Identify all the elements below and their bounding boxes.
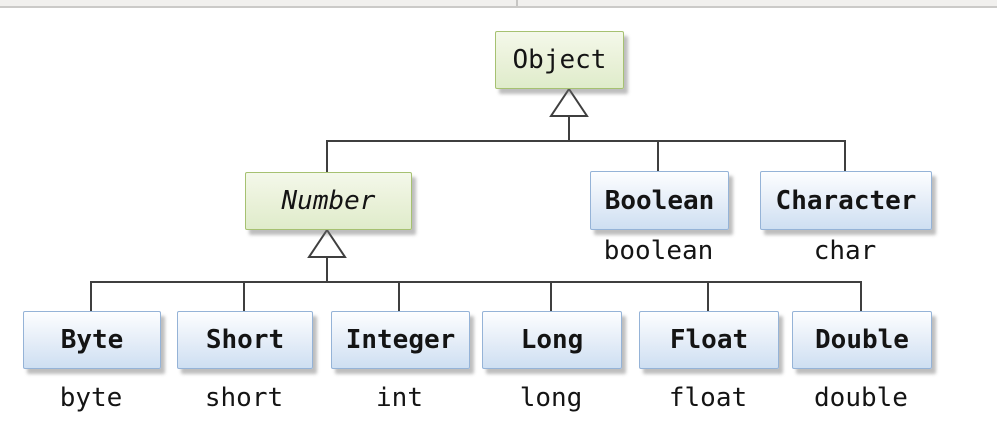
class-box-boolean: Boolean (590, 171, 729, 230)
primitive-label-int: int (376, 383, 423, 413)
class-box-character: Character (760, 171, 932, 230)
class-box-integer-label: Integer (345, 325, 456, 355)
primitive-label-float: float (668, 383, 748, 413)
class-box-number-label: Number (281, 186, 376, 216)
class-box-double-label: Double (815, 325, 909, 355)
class-box-object: Object (495, 31, 624, 89)
class-box-byte: Byte (23, 311, 161, 369)
primitive-label-byte: byte (59, 383, 123, 413)
primitive-label-boolean: boolean (603, 236, 714, 266)
class-box-character-label: Character (775, 185, 917, 216)
class-box-float: Float (639, 311, 779, 369)
class-box-short: Short (177, 311, 313, 369)
class-box-boolean-label: Boolean (604, 185, 715, 216)
primitive-label-short: short (204, 383, 284, 413)
class-box-object-label: Object (512, 45, 607, 75)
table-column-divider (516, 0, 518, 6)
primitive-label-long: long (519, 383, 583, 413)
class-box-long: Long (482, 311, 622, 369)
inheritance-arrow-number (307, 228, 347, 258)
table-edge-strip (0, 0, 997, 8)
primitive-label-char: char (813, 236, 877, 266)
class-box-long-label: Long (520, 325, 584, 355)
class-box-byte-label: Byte (60, 325, 124, 355)
class-box-double: Double (792, 311, 932, 369)
class-box-integer: Integer (331, 311, 470, 369)
class-box-short-label: Short (205, 325, 285, 355)
primitive-label-double: double (814, 383, 908, 413)
class-box-number: Number (245, 172, 412, 230)
inheritance-arrow-object (549, 87, 589, 117)
class-box-float-label: Float (669, 325, 749, 355)
